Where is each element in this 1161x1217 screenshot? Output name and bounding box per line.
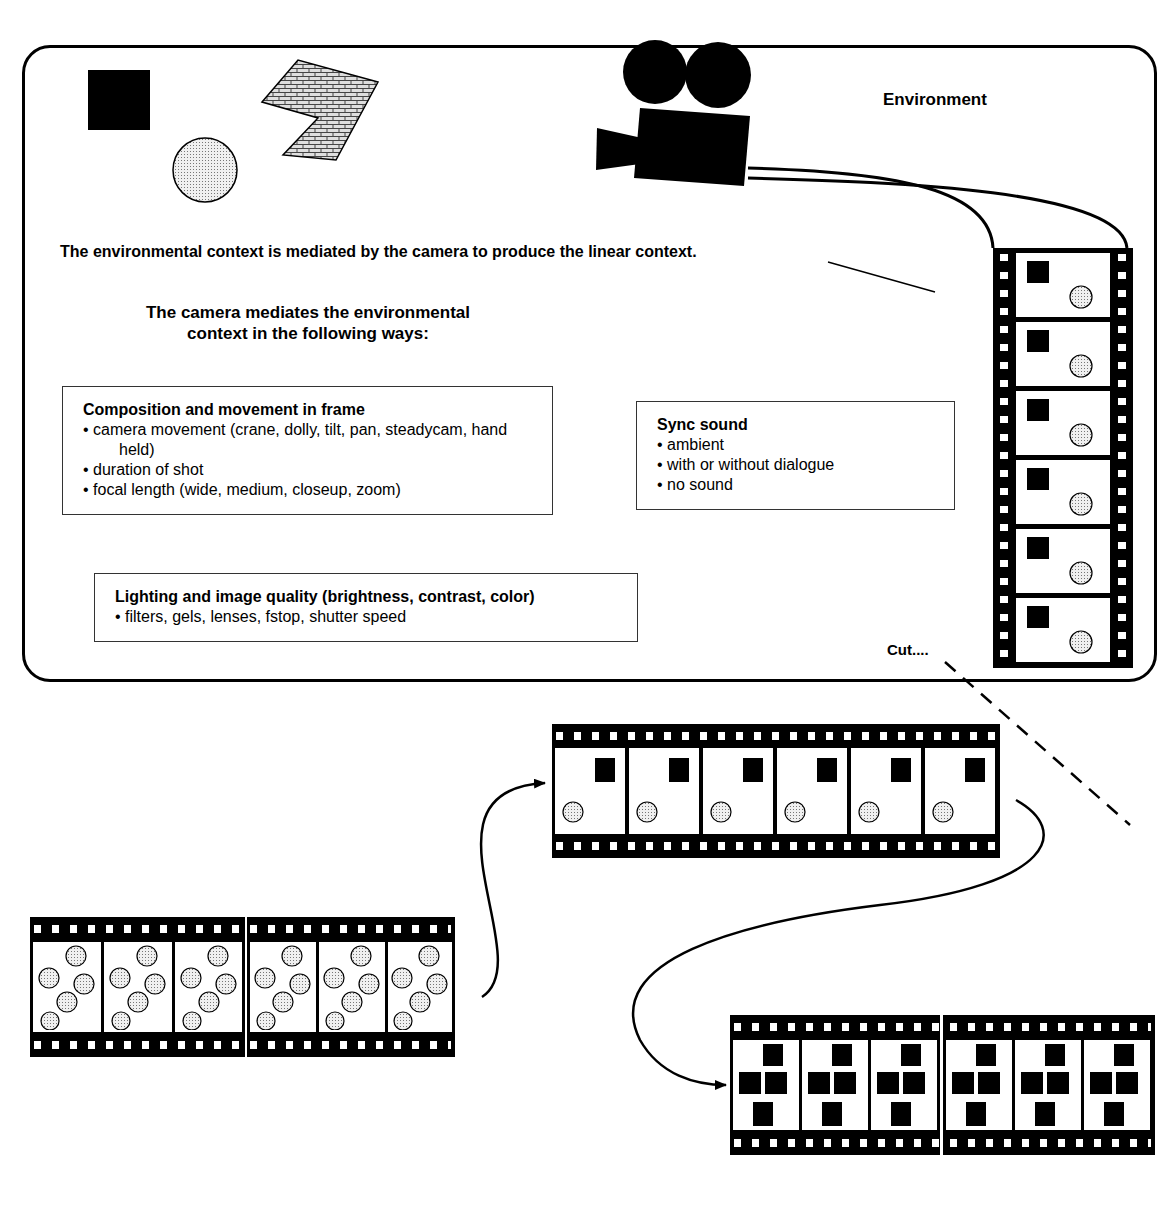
- bullet-item: • no sound: [657, 475, 936, 495]
- info-box: Lighting and image quality (brightness, …: [94, 573, 638, 642]
- bullet-item: • focal length (wide, medium, closeup, z…: [83, 480, 534, 500]
- panel-note: The camera mediates the environmental co…: [122, 302, 494, 344]
- box-heading: Lighting and image quality (brightness, …: [115, 586, 619, 607]
- bullet-item: • filters, gels, lenses, fstop, shutter …: [115, 607, 619, 627]
- bullet-item: • duration of shot: [83, 460, 534, 480]
- info-box: Sync sound• ambient• with or without dia…: [636, 401, 955, 510]
- panel-note: The environmental context is mediated by…: [60, 243, 697, 261]
- bullet-item: • with or without dialogue: [657, 455, 936, 475]
- environment-panel: EnvironmentThe environmental context is …: [22, 45, 1157, 682]
- bullet-item: • camera movement (crane, dolly, tilt, p…: [83, 420, 534, 460]
- cut-label: Cut....: [885, 641, 931, 658]
- bullet-item: • ambient: [657, 435, 936, 455]
- box-heading: Composition and movement in frame: [83, 399, 534, 420]
- info-box: Composition and movement in frame• camer…: [62, 386, 553, 515]
- box-heading: Sync sound: [657, 414, 936, 435]
- panel-heading: Environment: [883, 90, 987, 110]
